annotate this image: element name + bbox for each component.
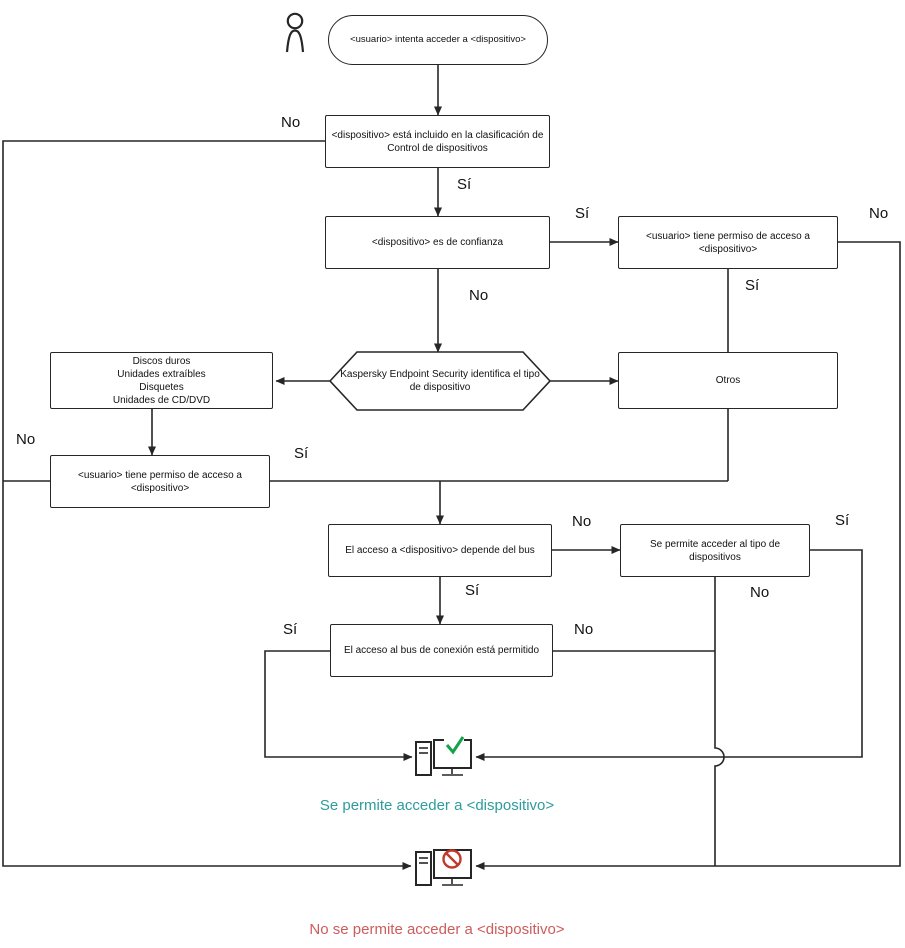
node-permite-tipo: Se permite acceder al tipo de dispositiv… [620,524,810,577]
user-icon [285,12,305,53]
device-type-hdd: Discos duros [132,355,191,367]
edge-label-permiso-confianza-no: No [869,205,889,222]
node-confianza: <dispositivo> es de confianza [325,216,550,269]
device-type-removable: Unidades extraíbles [117,368,206,380]
edge-label-confianza-si: Sí [575,205,590,222]
node-clasificacion: <dispositivo> está incluido en la clasif… [325,115,550,168]
node-permiso-confianza-label: <usuario> tiene permiso de acceso a <dis… [646,230,810,255]
edge-label-confianza-no: No [469,287,489,304]
allowed-computer-icon [415,734,472,776]
edge-label-permiso-tipo-no: No [16,431,36,448]
edge-permite-tipo-si [475,549,863,761]
node-permiso-tipo: <usuario> tiene permiso de acceso a <dis… [50,455,270,508]
edge-label-busconn-si: Sí [283,621,298,638]
edge-permite-tipo-no [714,577,725,866]
node-start: <usuario> intenta acceder a <dispositivo… [328,15,548,65]
node-start-label: <usuario> intenta acceder a <dispositivo… [350,33,526,45]
node-depende-bus-label: El acceso a <dispositivo> depende del bu… [345,545,535,556]
node-bus-conexion-label: El acceso al bus de conexión está permit… [343,645,540,656]
edge-label-permiso-confianza-si: Sí [745,277,760,294]
node-permiso-tipo-label: <usuario> tiene permiso de acceso a <dis… [78,469,242,494]
hexagon-shape [328,351,552,411]
node-depende-bus: El acceso a <dispositivo> depende del bu… [328,524,552,577]
node-permiso-confianza: <usuario> tiene permiso de acceso a <dis… [618,216,838,269]
edge-label-bus-no: No [572,513,592,530]
edge-label-clasificacion-no: No [281,114,301,131]
edge-busconn-si [264,650,413,761]
device-type-floppy: Disquetes [139,381,184,393]
node-identifica: Kaspersky Endpoint Security identifica e… [338,353,542,409]
edge-label-permite-tipo-no: No [750,584,770,601]
edge-label-busconn-no: No [574,621,594,638]
node-otros-label: Otros [715,375,741,386]
node-device-types: Discos duros Unidades extraíbles Disquet… [50,352,273,409]
node-identifica-label: Kaspersky Endpoint Security identifica e… [340,369,540,393]
blocked-icon-slash [445,852,459,866]
edge-label-clasificacion-si: Sí [457,176,472,193]
edge-clasificacion-no [2,140,412,870]
node-otros: Otros [618,352,838,409]
device-type-cddvd: Unidades de CD/DVD [112,394,211,406]
node-confianza-label: <dispositivo> es de confianza [371,237,504,248]
node-bus-conexion: El acceso al bus de conexión está permit… [330,624,553,677]
edge-label-permiso-tipo-si: Sí [294,445,309,462]
edge-label-bus-si: Sí [465,582,480,599]
allowed-caption: Se permite acceder a <dispositivo> [319,797,555,814]
node-clasificacion-label: <dispositivo> está incluido en la clasif… [331,129,544,154]
node-permite-tipo-label: Se permite acceder al tipo de dispositiv… [649,538,781,563]
denied-computer-icon [415,849,472,886]
denied-caption: No se permite acceder a <dispositivo> [309,921,565,938]
edge-label-permite-tipo-si: Sí [835,512,850,529]
check-icon [445,736,465,755]
edge-permiso-confianza-no [475,241,901,870]
